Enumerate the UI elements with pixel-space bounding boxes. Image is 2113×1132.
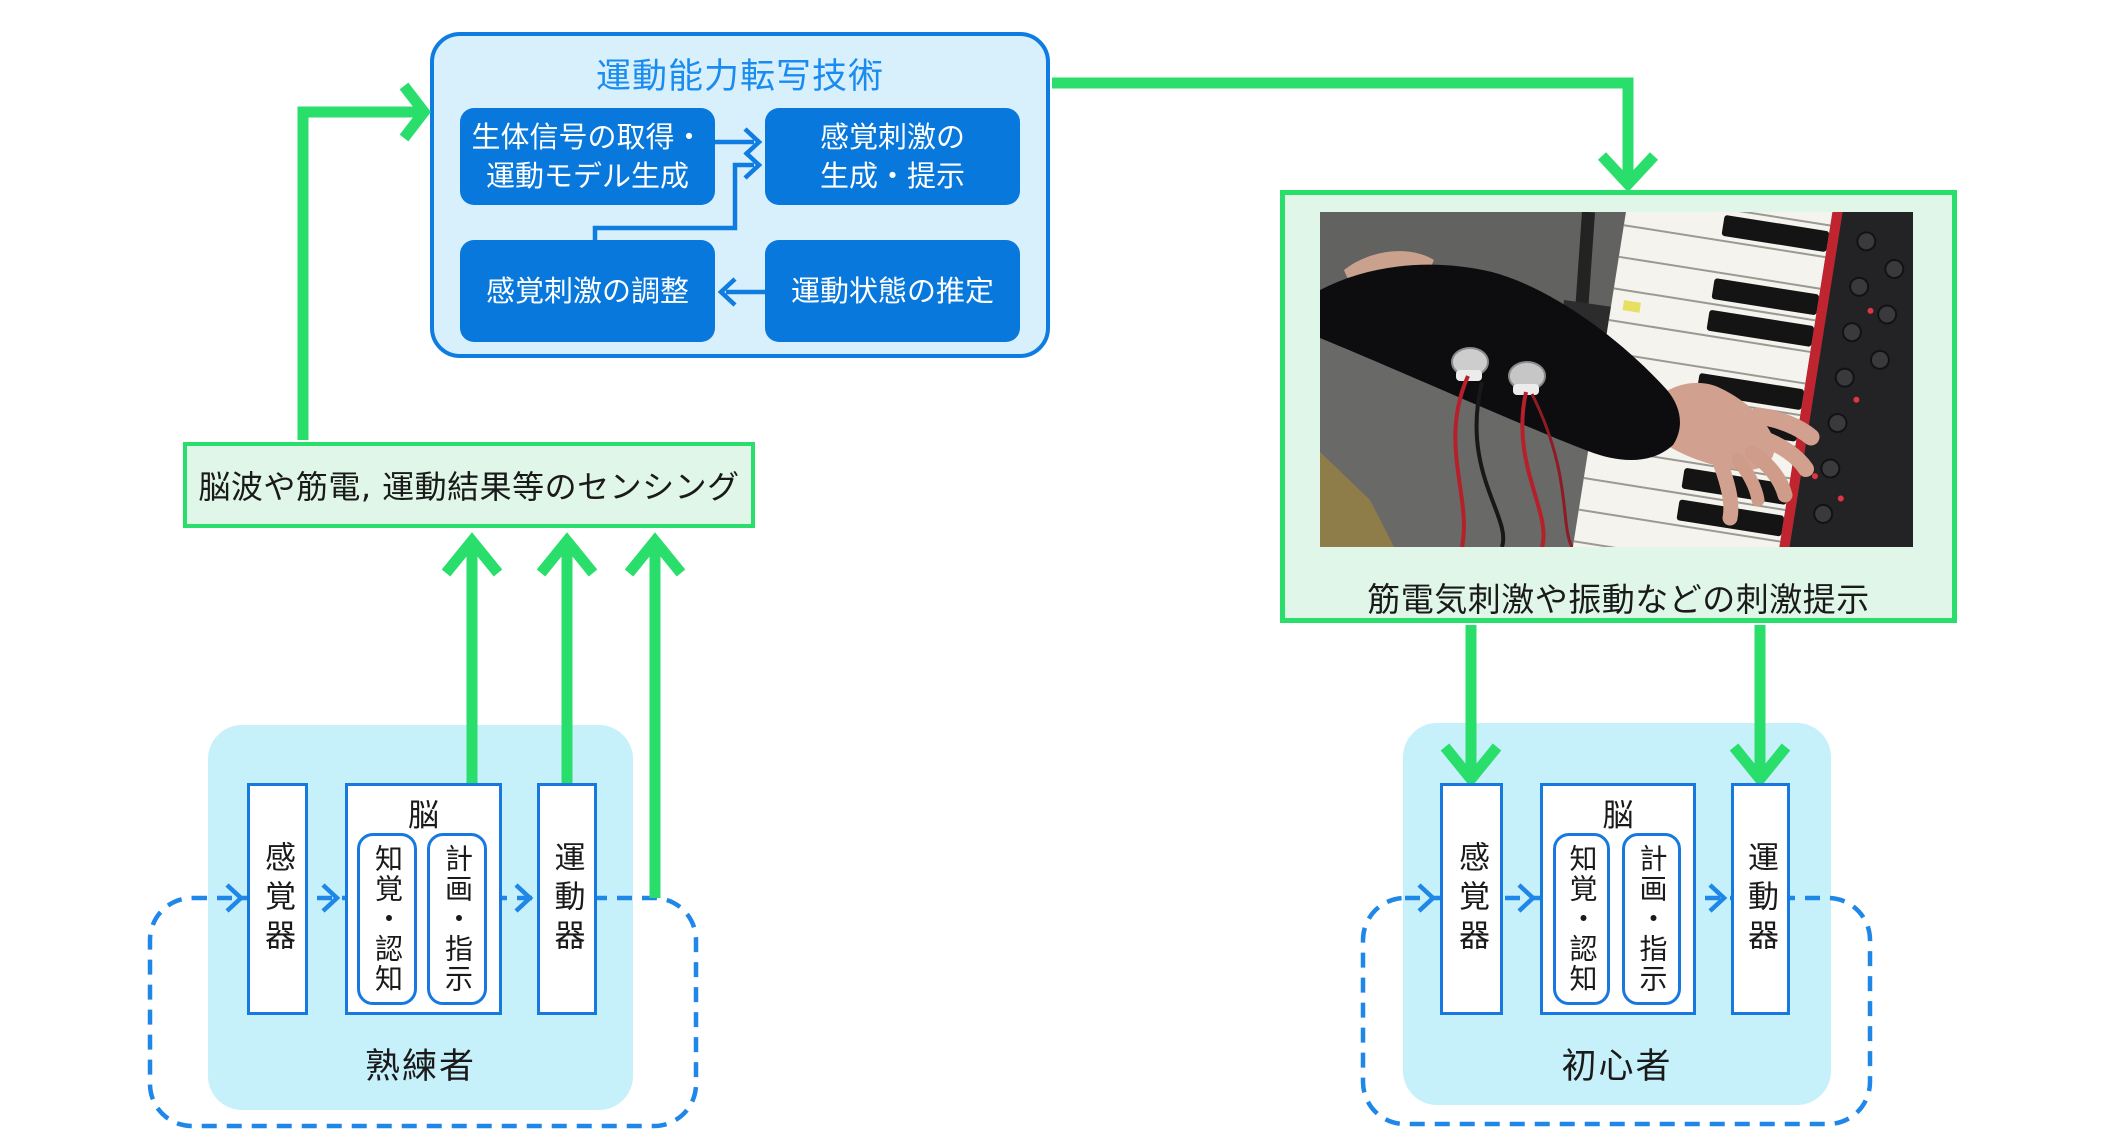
- novice-planning-box: 計画・指示: [1622, 833, 1681, 1005]
- motion-estimation-box: 運動状態の推定: [765, 240, 1020, 342]
- expert-planning-label: 計画・指示: [441, 844, 474, 994]
- expert-motor-label: 運動器: [548, 840, 585, 958]
- hand: [1650, 382, 1820, 526]
- electrode-wires: [1453, 375, 1574, 547]
- stimulus-adjustment-box: 感覚刺激の調整: [460, 240, 715, 342]
- link-sensing-to-tech: [297, 106, 418, 440]
- expert-sensor-box: 感覚器: [247, 783, 308, 1015]
- novice-planning-label: 計画・指示: [1635, 844, 1669, 994]
- emg-piano-photo: [1320, 212, 1913, 547]
- transfer-technology-title: 運動能力転写技術: [595, 57, 884, 97]
- expert-perception-label: 知覚・認知: [371, 844, 404, 994]
- novice-sensor-label: 感覚器: [1453, 840, 1489, 958]
- expert-brain-box: 脳 知覚・認知 計画・指示: [345, 783, 502, 1015]
- sensing-label: 脳波や筋電, 運動結果等のセンシング: [198, 468, 740, 506]
- expert-brain-label: 脳: [408, 798, 439, 834]
- electrodes: [1451, 347, 1546, 395]
- expert-planning-box: 計画・指示: [427, 833, 487, 1005]
- sensing-box: 脳波や筋電, 運動結果等のセンシング: [183, 442, 755, 528]
- biosignal-acquisition-line1: 生体信号の取得・: [471, 120, 704, 155]
- expert-perception-box: 知覚・認知: [357, 833, 417, 1005]
- stimulus-adjustment-label: 感覚刺激の調整: [485, 273, 689, 308]
- biosignal-acquisition-box: 生体信号の取得・ 運動モデル生成: [460, 108, 715, 205]
- transfer-technology-box: 運動能力転写技術 生体信号の取得・ 運動モデル生成 感覚刺激の 生成・提示 感覚…: [430, 32, 1050, 358]
- stimulus-caption: 筋電気刺激や振動などの刺激提示: [1367, 580, 1870, 619]
- stimulus-generation-box: 感覚刺激の 生成・提示: [765, 108, 1020, 205]
- expert-title: 熟練者: [364, 1047, 476, 1087]
- novice-sensor-box: 感覚器: [1440, 783, 1503, 1015]
- novice-motor-box: 運動器: [1731, 783, 1790, 1015]
- stimulus-presentation-box: 筋電気刺激や振動などの刺激提示: [1280, 190, 1957, 623]
- stimulus-generation-line1: 感覚刺激の: [819, 120, 965, 155]
- biosignal-acquisition-line2: 運動モデル生成: [485, 158, 689, 193]
- novice-motor-label: 運動器: [1742, 840, 1778, 958]
- stimulus-generation-line2: 生成・提示: [819, 158, 965, 193]
- novice-brain-label: 脳: [1602, 798, 1634, 834]
- novice-perception-box: 知覚・認知: [1553, 833, 1610, 1005]
- novice-brain-box: 脳 知覚・認知 計画・指示: [1540, 783, 1696, 1015]
- expert-sensor-label: 感覚器: [259, 840, 295, 958]
- motion-estimation-label: 運動状態の推定: [790, 273, 994, 308]
- novice-title: 初心者: [1561, 1047, 1673, 1087]
- link-tech-to-stimulus: [1052, 77, 1634, 178]
- expert-motor-box: 運動器: [537, 783, 597, 1015]
- novice-perception-label: 知覚・認知: [1565, 844, 1599, 994]
